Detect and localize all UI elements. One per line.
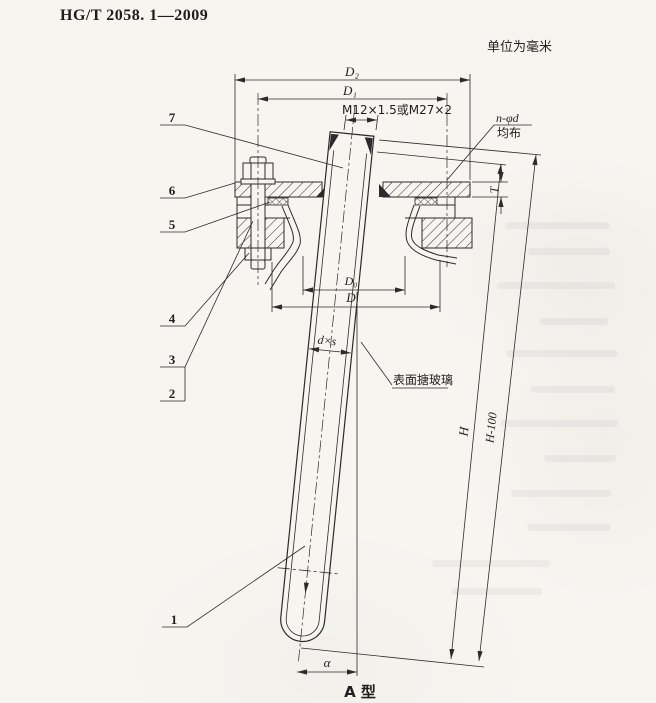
gaskets [267,197,438,206]
part-leaders [160,124,344,628]
dim-line-dxs [309,347,351,355]
part-number-2: 2 [169,386,176,401]
part-number-6: 6 [169,183,176,198]
dim-label-bolt-holes: n-φd [496,111,520,125]
dim-label-d0: D₀ [344,274,358,288]
figure-caption: A 型 [344,683,376,701]
dim-label-evenly: 均布 [497,126,521,140]
thread-mark-left [329,133,339,151]
part-numbers: 7 6 5 4 3 2 1 [169,110,178,627]
part-number-5: 5 [169,217,176,232]
dim-label-t: T [487,185,501,193]
thermowell-tube: d×s [277,106,375,664]
glass-surface-note: 表面搪玻璃 [393,372,453,387]
part-number-7: 7 [169,110,176,125]
part-number-4: 4 [169,311,176,326]
dim-label-h100: H-100 [482,412,499,445]
unit-note: 单位为毫米 [487,40,553,55]
weld-fillet-right [379,184,391,197]
dim-label-d: D [345,290,356,305]
dim-label-d2: D₂ [344,64,359,79]
dim-label-thread: M12×1.5或M27×2 [342,103,452,117]
dim-line-h100 [477,154,538,662]
scan-ghosting [432,222,618,595]
centerline-arrow [303,582,309,594]
thread-mark-right [364,137,373,156]
bolt-hole-callout [446,124,532,181]
dim-label-dxs: d×s [317,333,337,349]
dimensions [234,74,542,675]
dim-label-alpha: α [324,655,332,670]
glass-surface-callout [360,341,448,389]
standard-code: HG/T 2058. 1—2009 [60,7,209,24]
level-mark [277,567,338,575]
part-number-3: 3 [169,352,176,367]
dim-label-h: H [455,425,471,438]
dim-label-d1: D₁ [342,83,357,98]
part-number-1: 1 [171,612,178,627]
